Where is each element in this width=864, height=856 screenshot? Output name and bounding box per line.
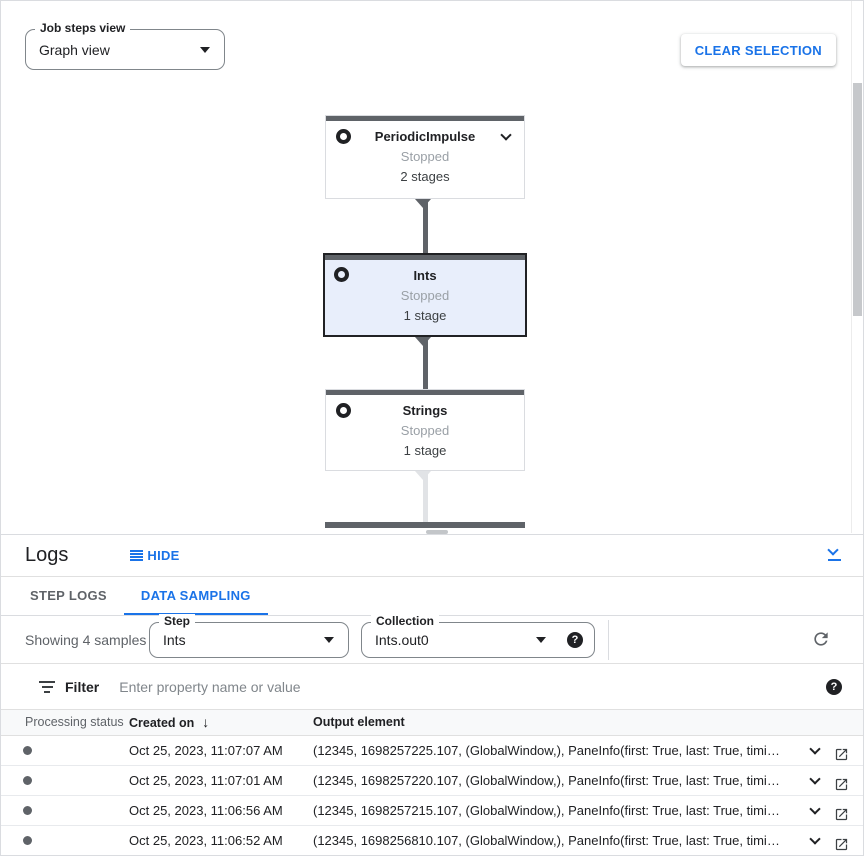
edge-line — [423, 337, 428, 389]
hide-label: HIDE — [147, 548, 180, 563]
created-on-cell: Oct 25, 2023, 11:06:52 AM — [129, 833, 283, 848]
samples-summary: Showing 4 samples — [25, 631, 147, 648]
job-steps-view-label: Job steps view — [35, 21, 131, 35]
refresh-icon[interactable] — [811, 629, 831, 649]
job-steps-view-value: Graph view — [39, 41, 110, 58]
chevron-down-icon[interactable] — [809, 833, 821, 845]
filter-label: Filter — [65, 678, 100, 695]
tab-step-logs[interactable]: STEP LOGS — [30, 588, 107, 603]
node-top-bar — [326, 116, 524, 121]
logs-title: Logs — [25, 544, 69, 566]
graph-scrollbar-track — [851, 1, 863, 533]
node-title: Ints — [413, 268, 437, 283]
logs-panel: Logs HIDE STEP LOGS DATA SAMPLING Showin… — [1, 534, 863, 855]
open-in-new-icon[interactable] — [834, 833, 849, 851]
table-row[interactable]: Oct 25, 2023, 11:07:07 AM (12345, 169825… — [1, 736, 863, 766]
node-status: Stopped — [400, 423, 450, 438]
output-element-cell: (12345, 1698257220.107, (GlobalWindow,),… — [313, 773, 787, 788]
graph-node-periodicimpulse[interactable]: PeriodicImpulse Stopped 2 stages — [325, 115, 525, 199]
output-element-cell: (12345, 1698256810.107, (GlobalWindow,),… — [313, 833, 787, 848]
sort-desc-icon: ↓ — [202, 714, 210, 730]
filter-input[interactable] — [119, 678, 826, 695]
node-top-bar — [326, 390, 524, 395]
chevron-down-icon[interactable] — [809, 773, 821, 785]
partial-node-top-bar — [325, 522, 525, 528]
node-title: Strings — [402, 403, 448, 418]
node-stages: 1 stage — [403, 308, 447, 323]
output-element-cell: (12345, 1698257225.107, (GlobalWindow,),… — [313, 743, 787, 758]
filter-list-icon — [39, 680, 55, 693]
logs-tabs: STEP LOGS DATA SAMPLING — [1, 577, 863, 616]
node-stages: 1 stage — [403, 443, 447, 458]
table-row[interactable]: Oct 25, 2023, 11:06:52 AM (12345, 169825… — [1, 826, 863, 856]
job-steps-view-select[interactable]: Job steps view Graph view — [25, 21, 225, 70]
tab-data-sampling[interactable]: DATA SAMPLING — [123, 577, 268, 615]
open-in-new-icon[interactable] — [834, 773, 849, 791]
collapse-panel-icon[interactable] — [826, 544, 844, 564]
edge-line — [423, 199, 428, 253]
processing-status-dot — [23, 746, 32, 755]
processing-status-dot — [23, 806, 32, 815]
node-status: Stopped — [400, 149, 450, 164]
column-processing-status: Processing status — [25, 715, 124, 729]
graph-node-strings[interactable]: Strings Stopped 1 stage — [325, 389, 525, 471]
created-on-cell: Oct 25, 2023, 11:06:56 AM — [129, 803, 283, 818]
help-icon[interactable]: ? — [826, 678, 842, 695]
graph-node-ints[interactable]: Ints Stopped 1 stage — [323, 253, 527, 337]
table-row[interactable]: Oct 25, 2023, 11:06:56 AM (12345, 169825… — [1, 796, 863, 826]
edge-line — [423, 471, 428, 522]
processing-status-dot — [23, 836, 32, 845]
node-top-bar — [325, 255, 525, 260]
composite-step-ring-icon — [336, 129, 351, 144]
table-header: Processing status Created on↓ Output ele… — [1, 709, 863, 736]
processing-status-dot — [23, 776, 32, 785]
node-status: Stopped — [400, 288, 450, 303]
composite-step-ring-icon — [336, 403, 351, 418]
collection-select[interactable]: Collection Ints.out0 ? — [361, 614, 595, 658]
step-select-label: Step — [159, 614, 196, 628]
open-in-new-icon[interactable] — [834, 743, 849, 761]
help-icon[interactable]: ? — [567, 632, 583, 648]
table-row[interactable]: Oct 25, 2023, 11:07:01 AM (12345, 169825… — [1, 766, 863, 796]
created-on-cell: Oct 25, 2023, 11:07:01 AM — [129, 773, 283, 788]
created-on-cell: Oct 25, 2023, 11:07:07 AM — [129, 743, 283, 758]
step-select[interactable]: Step Ints — [149, 614, 349, 658]
dropdown-arrow-icon — [536, 637, 546, 643]
step-select-value: Ints — [163, 632, 186, 648]
column-created-on[interactable]: Created on↓ — [129, 714, 210, 730]
hide-logs-button[interactable]: HIDE — [130, 548, 179, 563]
dropdown-arrow-icon — [200, 46, 210, 53]
open-in-new-icon[interactable] — [834, 803, 849, 821]
node-title: PeriodicImpulse — [374, 129, 476, 144]
column-output-element: Output element — [313, 715, 405, 729]
sampling-controls: Showing 4 samples Step Ints Collection I… — [1, 614, 863, 664]
node-stages: 2 stages — [400, 169, 450, 184]
collection-select-value: Ints.out0 — [375, 632, 429, 648]
clear-selection-button[interactable]: CLEAR SELECTION — [680, 34, 836, 66]
dropdown-arrow-icon — [324, 637, 334, 643]
chevron-down-icon[interactable] — [809, 743, 821, 755]
output-element-cell: (12345, 1698257215.107, (GlobalWindow,),… — [313, 803, 787, 818]
panel-resize-handle[interactable] — [426, 530, 448, 534]
lines-icon — [130, 550, 144, 561]
filter-bar: Filter ? — [1, 664, 863, 709]
collection-select-label: Collection — [371, 614, 440, 628]
graph-scrollbar-thumb[interactable] — [853, 83, 862, 316]
divider — [608, 620, 609, 660]
logs-header: Logs HIDE — [1, 535, 863, 577]
chevron-down-icon[interactable] — [809, 803, 821, 815]
composite-step-ring-icon — [334, 267, 349, 282]
